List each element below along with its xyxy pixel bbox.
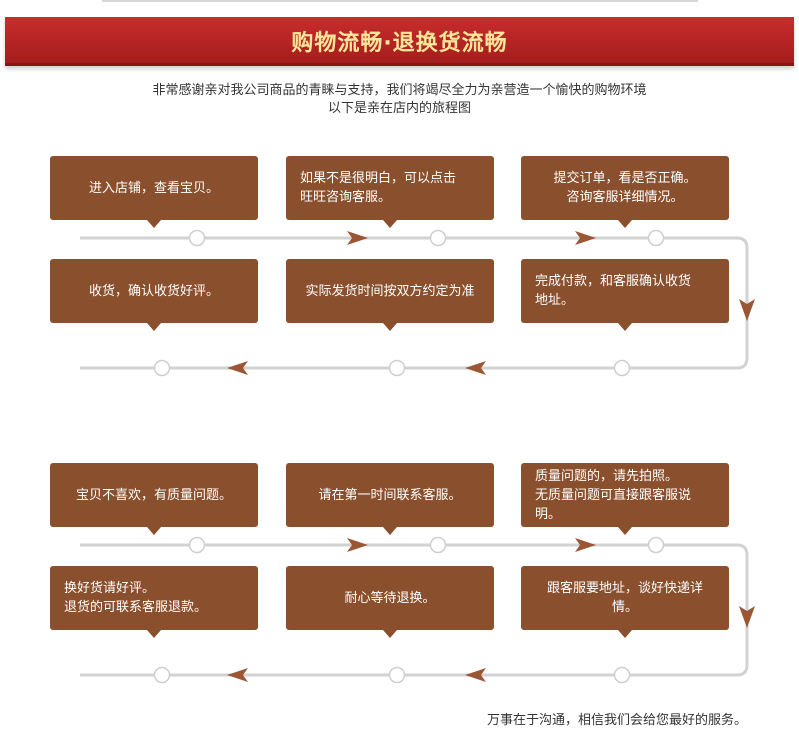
track-node [388,359,406,377]
arrow-left-icon [227,668,248,682]
track-node [647,536,665,554]
arrow-left-icon [465,361,486,375]
step-text: 提交订单，看是否正确。 [553,171,697,186]
track-node [188,536,206,554]
step-text: 耐心等待退换。 [344,590,436,606]
return-step-3: 质量问题的，请先拍照。无质量问题可直接跟客服说明。 [521,463,729,535]
footer-note: 万事在于沟通，相信我们会给您最好的服务。 [486,713,747,728]
purchase-flow-track [80,229,755,377]
step-text: 地址。 [535,293,575,308]
step-text: 咨询客服详细情况。 [566,190,684,205]
return-step-5: 耐心等待退换。 [286,566,494,638]
intro-line-2: 以下是亲在店内的旅程图 [327,101,471,116]
purchase-step-4: 完成付款，和客服确认收货地址。 [521,259,729,331]
banner-title: 购物流畅·退换货流畅 [291,31,508,56]
purchase-step-3: 提交订单，看是否正确。咨询客服详细情况。 [521,156,729,228]
return-flow-track [80,536,755,684]
return-track-line [80,543,749,677]
arrow-right-icon [347,231,368,245]
arrow-right-icon [347,538,368,552]
purchase-step-6: 收货，确认收货好评。 [50,259,258,331]
purchase-track-line [80,236,749,370]
arrow-right-icon [575,538,596,552]
step-text: 实际发货时间按双方约定为准 [305,283,475,299]
arrow-down-icon [739,606,755,628]
banner: 购物流畅·退换货流畅 [5,17,794,66]
intro-line-1: 非常感谢亲对我公司商品的青睐与支持，我们将竭尽全力为亲营造一个愉快的购物环境 [152,83,647,98]
step-text: 宝贝不喜欢，有质量问题。 [75,487,232,503]
step-text: 收货，确认收货好评。 [88,283,219,299]
step-text: 无质量问题可直接跟客服说明。 [535,487,692,522]
arrow-left-icon [227,361,248,375]
purchase-step-5: 实际发货时间按双方约定为准 [286,259,494,331]
return-step-6: 换好货请好评。退货的可联系客服退款。 [50,566,258,638]
step-text: 如果不是很明白，可以点击 [300,171,457,186]
track-node [429,536,447,554]
step-text: 退货的可联系客服退款。 [64,600,208,615]
purchase-step-2: 如果不是很明白，可以点击旺旺咨询客服。 [286,156,494,228]
arrow-down-icon [739,299,755,321]
track-node [647,229,665,247]
arrow-left-icon [465,668,486,682]
track-node [153,666,171,684]
step-text: 进入店铺，查看宝贝。 [88,180,219,196]
track-node [613,666,631,684]
step-text: 质量问题的，请先拍照。 [535,468,679,484]
track-node [188,229,206,247]
return-step-4: 跟客服要地址，谈好快递详情。 [521,566,729,638]
track-node [388,666,406,684]
step-text: 跟客服要地址，谈好快递详情。 [546,581,703,615]
step-text: 完成付款，和客服确认收货 [535,274,692,289]
track-node [153,359,171,377]
purchase-step-1: 进入店铺，查看宝贝。 [50,156,258,228]
track-node [429,229,447,247]
step-text: 换好货请好评。 [64,581,156,596]
arrow-right-icon [575,231,596,245]
return-step-1: 宝贝不喜欢，有质量问题。 [50,463,258,535]
step-text: 请在第一时间联系客服。 [318,487,462,503]
step-text: 旺旺咨询客服。 [300,190,392,205]
return-step-2: 请在第一时间联系客服。 [286,463,494,535]
top-divider [102,0,698,2]
track-node [613,359,631,377]
